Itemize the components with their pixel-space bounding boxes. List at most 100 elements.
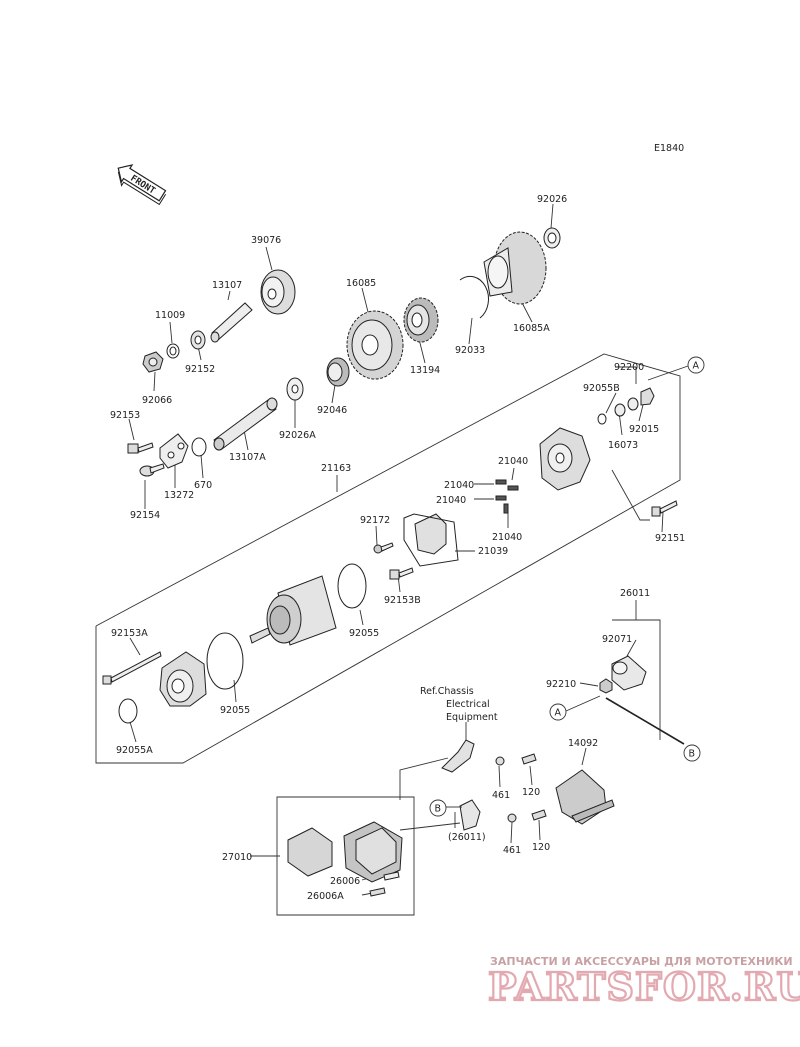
label-92055-lower: 92055 [220,705,250,716]
callout-a-upper: A [687,356,705,374]
label-27010: 27010 [222,852,252,863]
part-cover-16073 [539,427,591,491]
leader-lines [95,203,689,916]
part-end-cover [159,651,207,707]
label-92066: 92066 [142,395,172,406]
label-21040-bottom: 21040 [492,532,522,543]
part-brushes-21040 [495,479,519,514]
label-26011: 26011 [620,588,650,599]
label-16085: 16085 [346,278,376,289]
callout-a-lower: A [549,703,567,721]
part-number-labels: 39076 13107 11009 92152 92066 92153 1327… [110,194,685,902]
part-oring-92055B [597,413,607,425]
label-26011-paren: (26011) [448,832,486,843]
label-92153B: 92153B [384,595,421,606]
label-92200: 92200 [614,362,644,373]
label-13107A: 13107A [229,452,266,463]
part-oring-670 [191,437,207,457]
part-bolt-92153 [127,442,154,454]
part-bolt-92172 [373,542,394,554]
part-gear-16085 [346,310,404,380]
label-92153A: 92153A [111,628,148,639]
label-461-lower: 461 [503,845,521,856]
part-gear-16085A [483,231,547,305]
part-bolt-92154 [139,463,165,477]
part-bolts-461-120 [495,753,547,823]
part-oring-92055-upper [337,563,367,609]
part-bracket-chassis [441,739,475,773]
label-21040-top: 21040 [498,456,528,467]
label-92172: 92172 [360,515,390,526]
svg-text:B: B [689,749,696,760]
part-fuse-26006 [369,871,400,897]
part-washer-92026A [286,377,304,401]
label-21040-mid1: 21040 [444,480,474,491]
label-21040-mid2: 21040 [436,495,466,506]
part-nut-92210 [599,678,613,694]
label-26006A: 26006A [307,891,344,902]
part-cable-26011 [605,697,685,745]
part-washer-11009 [166,343,180,359]
part-bolt-92153A [102,651,162,685]
part-washers-92200-92015 [614,387,655,417]
part-shaft-13107 [210,302,253,343]
label-26006: 26006 [330,876,360,887]
label-16085A: 16085A [513,323,550,334]
label-16073: 16073 [608,440,638,451]
part-oring-92055A [118,698,138,724]
svg-text:B: B [435,804,442,815]
label-92033: 92033 [455,345,485,356]
part-bolt-92151 [651,500,678,517]
ref-note-line2: Electrical [446,699,490,710]
ref-note-line3: Equipment [446,712,498,723]
label-92151: 92151 [655,533,685,544]
callout-b-right: B [683,744,701,762]
label-92055-upper: 92055 [349,628,379,639]
label-120-lower: 120 [532,842,550,853]
label-92152: 92152 [185,364,215,375]
label-92055A: 92055A [116,745,153,756]
part-relay-27010 [287,821,403,883]
part-bolt-92153B [389,567,414,580]
label-120-upper: 120 [522,787,540,798]
part-shaft-13107A [213,397,278,451]
part-bush-92152 [190,330,206,350]
label-14092: 14092 [568,738,598,749]
label-13194: 13194 [410,365,440,376]
label-92055B: 92055B [583,383,620,394]
label-21039: 21039 [478,546,508,557]
label-39076: 39076 [251,235,281,246]
label-92046: 92046 [317,405,347,416]
part-gear-39076 [260,269,296,315]
watermark-tagline: ЗАПЧАСТИ И АКСЕССУАРЫ ДЛЯ МОТОТЕХНИКИ [490,955,793,968]
label-92015: 92015 [629,424,659,435]
part-bearing-92046 [326,357,350,387]
part-bracket-26011 [459,799,481,831]
part-cover-14092 [555,769,615,825]
label-92153: 92153 [110,410,140,421]
label-92071: 92071 [602,634,632,645]
part-starter-motor-21163 [249,575,337,646]
ref-note-line1: Ref.Chassis [420,686,474,697]
watermark-brand: PARTSFOR.RU [488,964,800,1009]
label-670: 670 [194,480,212,491]
ref-chassis-note: Ref.Chassis Electrical Equipment [420,686,498,723]
watermark: ЗАПЧАСТИ И АКСЕССУАРЫ ДЛЯ МОТОТЕХНИКИ PA… [487,955,800,1010]
label-92210: 92210 [546,679,576,690]
part-brush-holder-21039 [403,513,459,567]
part-plate-13272 [159,433,189,469]
part-circlip-92033 [459,275,489,319]
part-cap-92066 [142,351,164,373]
part-clutch-13194 [403,297,439,343]
svg-text:A: A [693,361,700,372]
label-21163: 21163 [321,463,351,474]
label-461-upper: 461 [492,790,510,801]
part-oring-92055-lower [206,632,244,690]
callout-b-left: B [429,799,447,817]
label-92026A: 92026A [279,430,316,441]
diagram-code: E1840 [654,143,684,154]
label-92154: 92154 [130,510,160,521]
front-arrow-icon: FRONT [117,164,167,206]
label-13272: 13272 [164,490,194,501]
